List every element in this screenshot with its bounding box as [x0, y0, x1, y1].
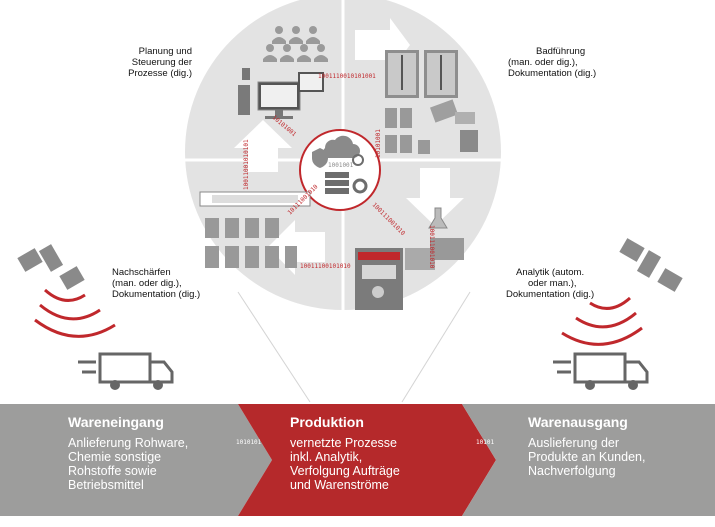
cone-line-left [237, 291, 311, 403]
satellite-right-icon [561, 238, 683, 346]
cloud-hub-icon: 1001001 [312, 135, 368, 194]
arrow-down-icon [406, 168, 464, 226]
chevron-produktion [238, 404, 496, 516]
binary-bar-right: 10101 [476, 439, 494, 446]
bath-equipment-icon [385, 50, 478, 154]
label-badfuehrung: Badführung (man. oder dig.), Dokumentati… [508, 46, 597, 79]
chevron-wareneingang [0, 404, 272, 516]
stage-title-wareneingang: Wareneingang [68, 414, 164, 430]
stage-desc-wareneingang: Anlieferung Rohware, Chemie sonstige Roh… [68, 436, 189, 492]
satellite-left-icon [17, 244, 116, 338]
binary-bottom: 10011100101010 [300, 263, 351, 270]
stage-title-warenausgang: Warenausgang [528, 414, 628, 430]
label-nachschaerfen: Nachschärfen (man. oder dig.), Dokumenta… [112, 267, 201, 300]
binary-top: 1001110010101001 [318, 73, 376, 80]
binary-bar-left: 1010101 [236, 439, 262, 446]
truck-left-icon [78, 352, 174, 390]
binary-vert-small: 10101001 [375, 129, 382, 158]
binary-vert-right: 100111001010 [428, 225, 435, 269]
chevron-warenausgang [462, 404, 715, 516]
arrow-up-icon [234, 120, 292, 172]
binary-vert-left: 10011001010101 [243, 139, 250, 190]
label-analytik: Analytik (autom. oder man.), Dokumentati… [506, 267, 595, 300]
stage-title-produktion: Produktion [290, 414, 364, 430]
stage-desc-warenausgang: Auslieferung der Produkte an Kunden, Nac… [528, 436, 646, 478]
production-line-icon [199, 191, 311, 268]
stage-desc-produktion: vernetzte Prozesse inkl. Analytik, Verfo… [290, 436, 400, 492]
people-icon [263, 26, 328, 62]
truck-right-icon [553, 352, 649, 390]
cone-line-right [401, 291, 471, 403]
label-planung: Planung und Steuerung der Prozesse (dig.… [128, 46, 192, 79]
analytics-equipment-icon [355, 207, 464, 310]
computer-workstation-icon [238, 68, 324, 119]
svg-text:1001001: 1001001 [328, 162, 354, 169]
